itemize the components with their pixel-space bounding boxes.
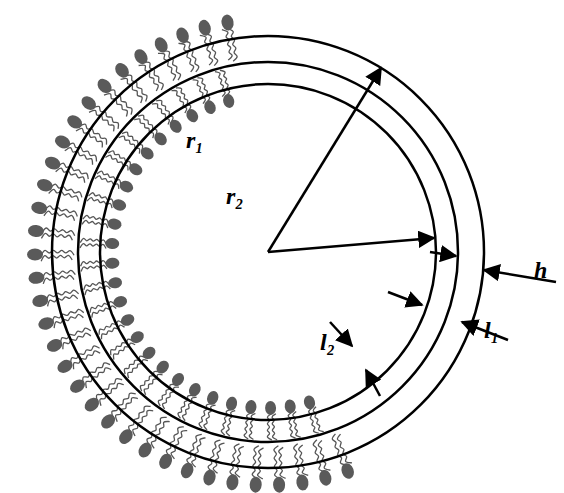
l1-arrow-inner [388,292,422,305]
thickness-label: l₁ [484,318,499,342]
lipid-molecules [27,14,356,493]
r1-arrow [268,68,381,252]
h-arrow-inner [430,252,456,256]
radius-label: r₂ [226,184,244,208]
thickness-label: h [534,258,547,282]
r2-arrow [268,238,434,252]
thickness-label: l₂ [320,330,335,354]
dimension-arrows [268,68,556,396]
middle-circle [78,62,458,442]
l2-arrow-outer [366,370,380,396]
outer-circle [52,36,484,468]
radius-label: r₁ [186,128,204,152]
inner-circle [100,84,436,420]
